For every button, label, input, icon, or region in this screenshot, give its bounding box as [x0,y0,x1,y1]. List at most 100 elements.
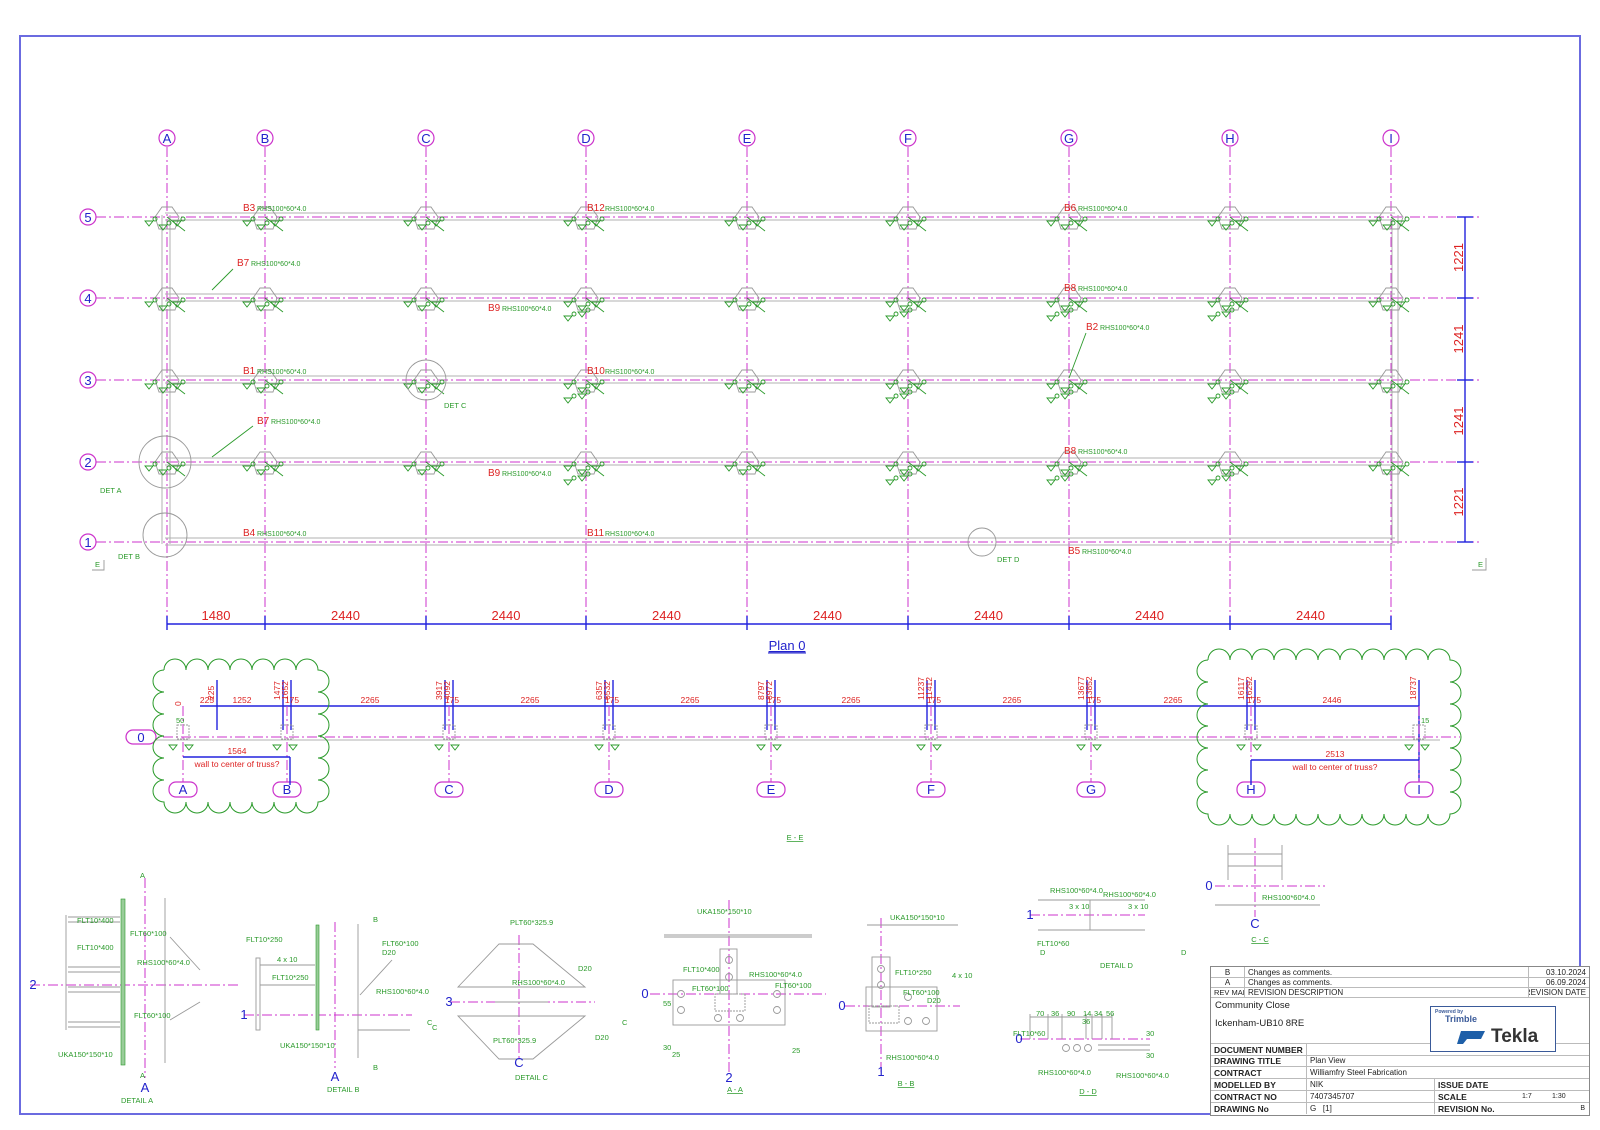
weld-symbol [571,379,577,385]
gusset-plate [1217,287,1243,311]
grid-label: H [1225,131,1234,146]
weld-symbol [1082,216,1088,222]
weld-symbol [885,383,895,390]
weld-symbol [738,305,748,312]
section-aa-label: 55 [663,999,671,1008]
issue-date-value [1519,1079,1589,1090]
weld-symbol [1046,301,1056,308]
leader-line [585,216,605,232]
weld-symbol [180,216,186,222]
weld-symbol [242,465,252,472]
section-aa-label: 30 [663,1043,671,1052]
note-left-text: wall to center of truss? [193,759,279,769]
detail-b-label: RHS100*60*4.0 [376,987,429,996]
weld-symbol [152,461,158,467]
document-number-label: DOCUMENT NUMBER [1211,1044,1307,1055]
weld-symbol [264,465,270,471]
weld-symbol [1229,307,1235,313]
dimension-value-x: 1480 [202,608,231,623]
weld-symbol [885,479,895,486]
section-dd-dim: 30 [1146,1051,1154,1060]
weld-symbol [585,301,591,307]
title-block: B Changes as comments. 03.10.2024 A Chan… [1210,966,1590,1116]
weld-symbol [1376,379,1382,385]
grid-bubble [417,129,435,147]
brace-line [169,1001,201,1021]
revision-no-label: REVISION No. [1438,1103,1495,1114]
elevation-cumulative-dim: 6532 [602,681,612,700]
detail-c-label: RHS100*60*4.0 [512,978,565,987]
detail-b-title: DETAIL B [327,1085,360,1094]
gusset-plate [573,206,599,230]
weld-symbol [1082,297,1088,303]
bolt-hole [904,993,912,1001]
weld-symbol [1368,301,1378,308]
weld-symbol [1404,744,1430,751]
brace-line [169,936,201,971]
dimension-value-y: 1241 [1451,325,1466,354]
leader-line [1068,379,1088,395]
section-mark-c: C [622,1018,628,1027]
weld-symbol [1390,383,1396,389]
weld-symbol [1207,397,1217,404]
weld-symbol [1082,461,1088,467]
weld-symbol [425,220,431,226]
connection-node [144,206,186,232]
rev-date-header: REVISION DATE [1529,987,1586,997]
document-number-row: DOCUMENT NUMBER [1211,1043,1589,1056]
weld-symbol [1054,379,1060,385]
grid-label: I [1389,131,1393,146]
bolt-hole [677,1006,685,1014]
section-aa-label: FLT10*400 [683,965,720,974]
weld-symbol [1207,315,1217,322]
gusset-plate [1217,369,1243,393]
weld-symbol [425,383,431,389]
beam-profile: RHS100*60*4.0 [605,206,655,213]
gusset-plate [413,206,439,230]
logo-trimble: Trimble [1445,1014,1478,1024]
weld-symbol [166,465,172,471]
elevation-grid-bubble [756,781,786,798]
section-dd-dim: 14 [1083,1009,1091,1018]
weld-symbol [242,220,252,227]
weld-symbol [1046,397,1056,404]
weld-symbol [256,469,266,476]
beam-mark: B9 [488,468,501,479]
weld-symbol [738,469,748,476]
weld-symbol [760,216,766,222]
connection-box [280,724,294,740]
weld-symbol [1215,311,1221,317]
weld-symbol [1404,461,1410,467]
gusset-plate [1056,206,1082,230]
weld-symbol [746,383,752,389]
weld-symbol [166,220,172,226]
weld-symbol [563,301,573,308]
gusset-plate [1378,206,1404,230]
detail-d-label: RHS100*60*4.0 [1103,890,1156,899]
detail-b-label: 4 x 10 [277,955,297,964]
section-dd-dim: 36 [1082,1017,1090,1026]
weld-symbol [1046,220,1056,227]
weld-symbol [1046,479,1056,486]
grid-bubble [79,208,97,226]
detail-a-label: FLT60*100 [134,1011,171,1020]
elevation-cumulative-dim: 8797 [756,681,766,700]
detail-c-axis: C [514,1055,523,1070]
connection-box [1084,724,1098,740]
section-bb-axis: 1 [877,1064,884,1079]
weld-symbol [1390,301,1396,307]
detail-mark-b: DET B [118,552,140,561]
connection-node [724,206,766,232]
weld-symbol [278,461,284,467]
drawing-title-row: DRAWING TITLE Plan View [1211,1055,1589,1067]
beam-mark: B12 [587,203,605,214]
leader-line [264,297,284,313]
detail-b-label: D20 [382,948,396,957]
dimension-value-y: 1241 [1451,407,1466,436]
section-dd-dim: 36 [1051,1009,1059,1018]
beam-profile: RHS100*60*4.0 [257,531,307,538]
weld-symbol [439,461,445,467]
gusset-plate [734,451,760,475]
gusset-plate [734,287,760,311]
leader-line [1068,297,1088,313]
